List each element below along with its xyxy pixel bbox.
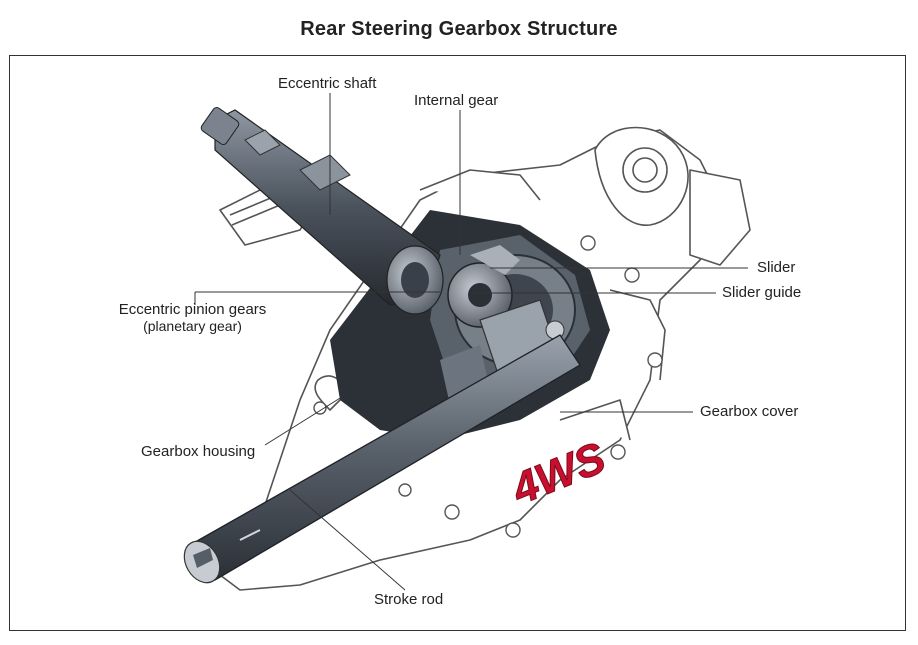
page-title: Rear Steering Gearbox Structure	[300, 18, 618, 40]
label-eccentric-pinion-gears-line1: Eccentric pinion gears	[118, 301, 267, 318]
stroke-rod	[183, 334, 581, 584]
label-gearbox-cover: Gearbox cover	[700, 403, 799, 420]
leader-lines	[194, 93, 748, 591]
label-internal-gear: Internal gear	[414, 92, 499, 109]
label-eccentric-shaft: Eccentric shaft	[278, 75, 377, 92]
label-stroke-rod: Stroke rod	[374, 591, 444, 608]
label-slider-guide: Slider guide	[722, 284, 802, 301]
bolts	[313, 235, 663, 538]
label-gearbox-housing: Gearbox housing	[141, 443, 256, 460]
label-planetary-gear: (planetary gear)	[143, 318, 242, 334]
eccentric-shaft	[200, 106, 444, 315]
label-eccentric-pinion-gears: Eccentric pinion gears (planetary gear)	[110, 301, 275, 334]
label-slider: Slider	[757, 259, 796, 276]
